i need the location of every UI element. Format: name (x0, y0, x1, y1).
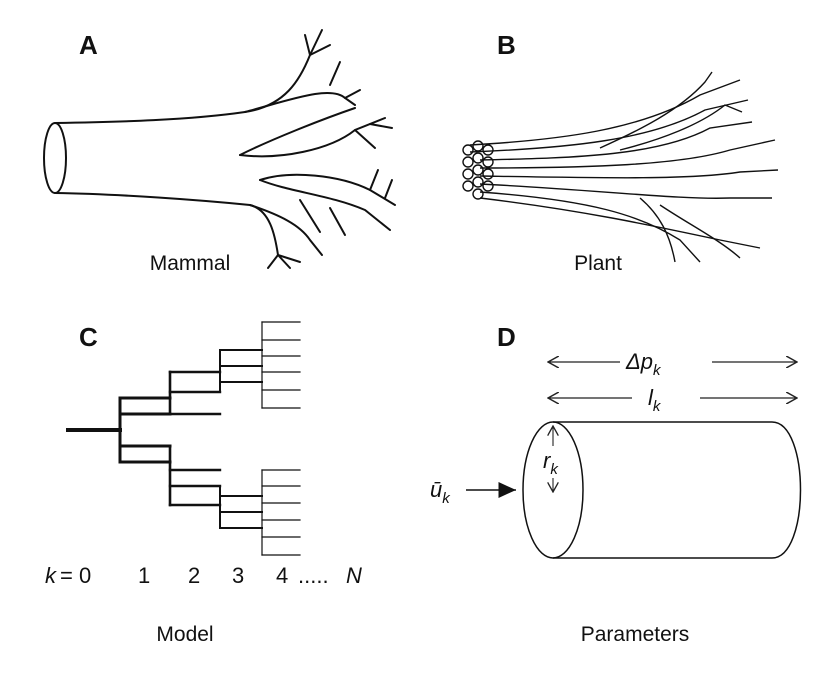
parameter-cylinder (522, 421, 802, 559)
model-branching-tree (66, 321, 301, 556)
level-4: 4 (276, 563, 289, 588)
caption-mammal: Mammal (149, 252, 231, 275)
panel-label-b: B (497, 30, 516, 60)
plant-bundle-ends (462, 140, 494, 200)
radius-label: rk (543, 448, 558, 478)
level-ellipsis: ..... (298, 563, 329, 588)
level-2: 2 (188, 563, 201, 588)
plant-vascular-bundles (462, 71, 779, 263)
level-1: 1 (138, 563, 151, 588)
caption-plant: Plant (574, 252, 622, 275)
pressure-drop-label: Δpk (626, 349, 661, 379)
panel-label-c: C (79, 322, 98, 352)
mammal-vessel-tree (43, 29, 396, 269)
length-label: lk (648, 385, 661, 415)
level-zero: = 0 (60, 563, 92, 588)
panel-label-d: D (497, 322, 516, 352)
level-n: N (346, 563, 362, 588)
caption-model: Model (156, 623, 214, 646)
level-variable: k (45, 563, 56, 588)
panel-label-a: A (79, 30, 98, 60)
velocity-label: ūk (430, 477, 450, 507)
caption-parameters: Parameters (580, 623, 690, 646)
level-3: 3 (232, 563, 245, 588)
